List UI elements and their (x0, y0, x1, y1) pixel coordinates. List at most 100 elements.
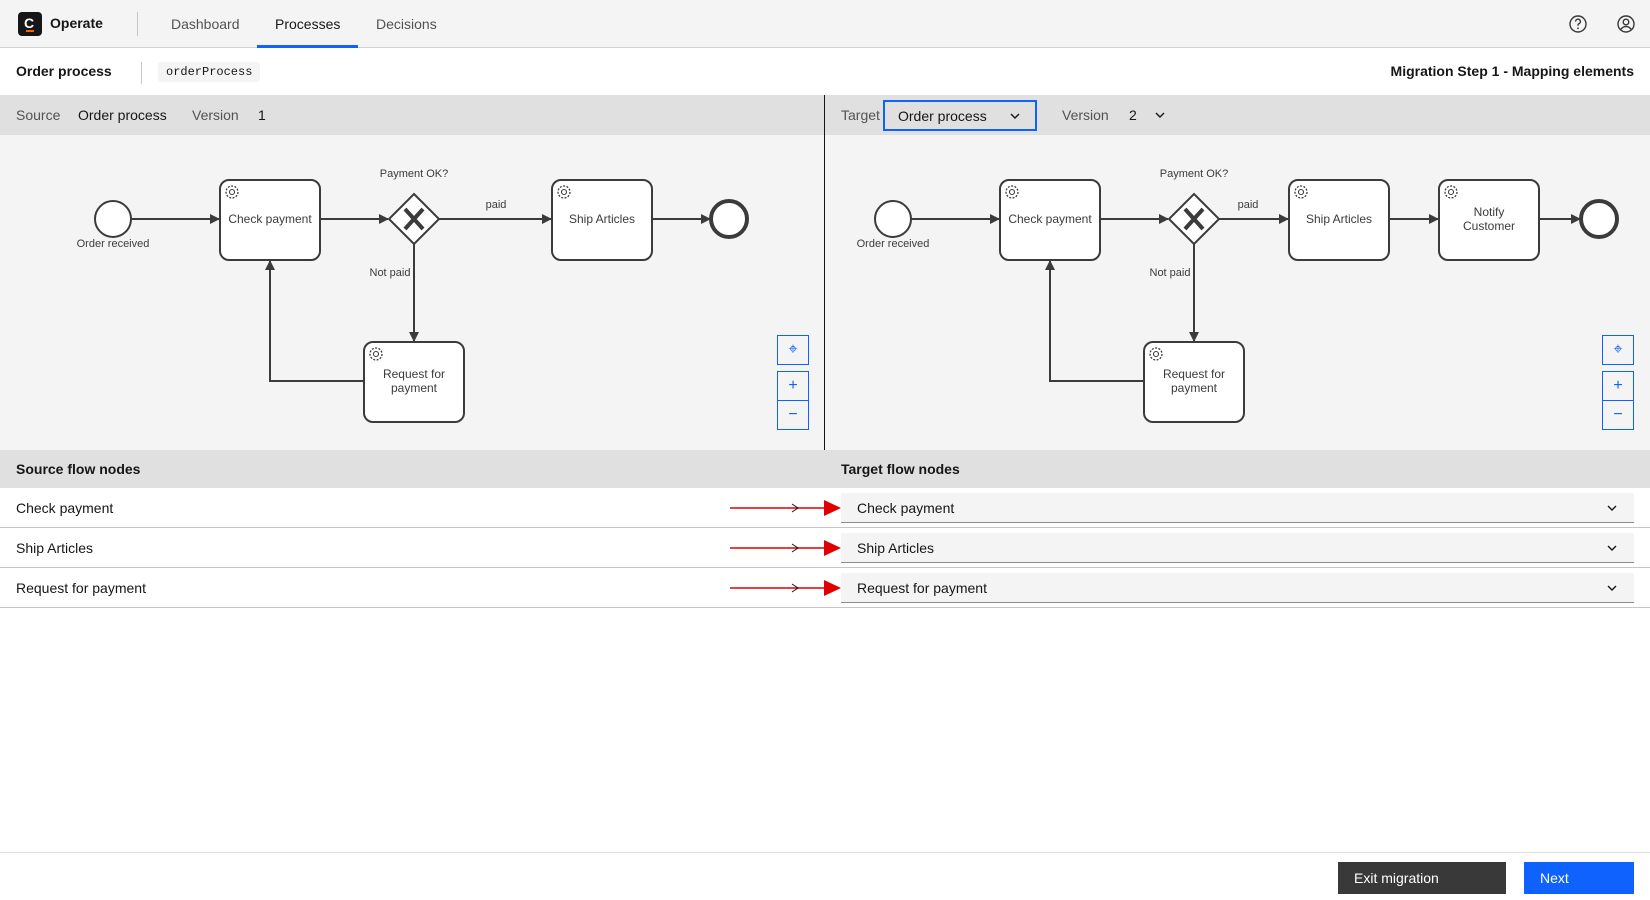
chevron-down-icon (1010, 113, 1020, 119)
gear-icon (1005, 185, 1019, 199)
source-node-label: Check payment (16, 500, 114, 516)
task-notify-customer[interactable]: Notify Customer (1438, 179, 1540, 261)
mapping-arrow-icon (730, 540, 841, 556)
tab-processes[interactable]: Processes (257, 0, 359, 48)
target-node-select[interactable]: Ship Articles (841, 533, 1634, 563)
source-node-label: Ship Articles (16, 540, 94, 556)
camunda-logo[interactable]: C (18, 12, 42, 36)
flow-nodes-table-header: Source flow nodes Target flow nodes (0, 450, 1650, 488)
task-label-line2: payment (1171, 381, 1218, 395)
end-event[interactable] (1579, 199, 1619, 239)
table-row: Check payment Check payment (0, 488, 1650, 528)
reset-view-button[interactable]: ⌖ (777, 335, 809, 365)
gear-icon (225, 185, 239, 199)
zoom-out-button[interactable]: − (1602, 400, 1634, 430)
gear-icon (557, 185, 571, 199)
target-node-select[interactable]: Request for payment (841, 573, 1634, 603)
plus-icon: + (788, 377, 798, 394)
process-bar: Order process orderProcess Migration Ste… (0, 48, 1650, 95)
gear-icon (369, 347, 383, 361)
start-event-label: Order received (77, 238, 150, 250)
source-flow-nodes-header: Source flow nodes (16, 461, 141, 477)
source-label: Source (16, 107, 61, 123)
source-bpmn-diagram: Order received Check payment Payment OK?… (77, 168, 749, 423)
chevron-down-icon (1607, 545, 1617, 551)
process-name: Order process (16, 63, 112, 79)
task-label-line2: payment (391, 381, 438, 395)
target-version-dropdown[interactable]: 2 (1121, 100, 1181, 131)
flow-not-paid-label: Not paid (1150, 267, 1191, 279)
process-divider (141, 62, 142, 84)
target-version-label: Version (1062, 107, 1109, 123)
start-event[interactable] (874, 200, 912, 238)
task-label-line1: Notify (1474, 205, 1505, 219)
task-ship-articles[interactable]: Ship Articles (551, 179, 653, 261)
task-label-line1: Request for (383, 367, 445, 381)
target-node-value: Ship Articles (857, 540, 935, 556)
target-node-value: Check payment (857, 500, 955, 516)
tab-dashboard[interactable]: Dashboard (171, 16, 240, 32)
minus-icon: − (1613, 406, 1623, 423)
user-icon[interactable] (1616, 14, 1636, 34)
task-label: Check payment (228, 212, 312, 226)
target-version-value: 2 (1129, 107, 1137, 123)
source-diagram-panel[interactable]: Order received Check payment Payment OK?… (0, 135, 824, 450)
chevron-down-icon (1155, 112, 1165, 118)
chevron-down-icon (1607, 505, 1617, 511)
target-process-value: Order process (898, 108, 987, 124)
target-bpmn-diagram: Order received Check payment Payment OK?… (857, 168, 1619, 423)
source-process-name: Order process (78, 107, 167, 123)
task-label-line1: Request for (1163, 367, 1225, 381)
table-row: Request for payment Request for payment (0, 568, 1650, 608)
end-event[interactable] (709, 199, 749, 239)
zoom-in-button[interactable]: + (1602, 371, 1634, 401)
panel-divider[interactable] (824, 95, 825, 450)
flow-paid-label: paid (486, 199, 507, 211)
gear-icon (1444, 185, 1458, 199)
exit-migration-button[interactable]: Exit migration (1338, 862, 1506, 894)
minus-icon: − (788, 406, 798, 423)
task-request-for-payment[interactable]: Request for payment (1143, 341, 1245, 423)
target-node-select[interactable]: Check payment (841, 493, 1634, 523)
plus-icon: + (1613, 377, 1623, 394)
flow-not-paid-label: Not paid (370, 267, 411, 279)
crosshair-icon: ⌖ (788, 341, 798, 358)
gateway-label: Payment OK? (1160, 168, 1228, 180)
crosshair-icon: ⌖ (1613, 341, 1623, 358)
start-event[interactable] (94, 200, 132, 238)
top-header: C Operate Dashboard Processes Decisions (0, 0, 1650, 48)
mapping-arrow-icon (730, 580, 841, 596)
mapping-arrow-icon (730, 500, 841, 516)
target-node-value: Request for payment (857, 580, 987, 596)
target-header: Target Order process Version 2 (825, 95, 1650, 135)
target-label: Target (841, 107, 880, 123)
migration-step-title: Migration Step 1 - Mapping elements (1390, 63, 1634, 79)
chevron-down-icon (1607, 585, 1617, 591)
zoom-out-button[interactable]: − (777, 400, 809, 430)
exclusive-gateway[interactable] (1167, 192, 1221, 246)
source-version-label: Version (192, 107, 239, 123)
task-check-payment[interactable]: Check payment (999, 179, 1101, 261)
gear-icon (1149, 347, 1163, 361)
target-process-dropdown[interactable]: Order process (883, 100, 1037, 131)
footer-actions: Exit migration Next (0, 852, 1650, 900)
task-check-payment[interactable]: Check payment (219, 179, 321, 261)
target-flow-nodes-header: Target flow nodes (841, 461, 960, 477)
task-request-for-payment[interactable]: Request for payment (363, 341, 465, 423)
gear-icon (1294, 185, 1308, 199)
help-icon[interactable] (1568, 14, 1588, 34)
exclusive-gateway[interactable] (387, 192, 441, 246)
process-id-tag: orderProcess (158, 62, 261, 82)
flow-paid-label: paid (1238, 199, 1259, 211)
reset-view-button[interactable]: ⌖ (1602, 335, 1634, 365)
app-name[interactable]: Operate (50, 15, 103, 31)
task-ship-articles[interactable]: Ship Articles (1288, 179, 1390, 261)
tab-decisions[interactable]: Decisions (376, 16, 437, 32)
task-label: Ship Articles (569, 212, 635, 226)
next-button[interactable]: Next (1524, 862, 1634, 894)
zoom-in-button[interactable]: + (777, 371, 809, 401)
header-divider (137, 12, 138, 36)
source-version-value: 1 (258, 107, 266, 123)
target-diagram-panel[interactable]: Order received Check payment Payment OK?… (825, 135, 1650, 450)
source-header: Source Order process Version 1 (0, 95, 824, 135)
